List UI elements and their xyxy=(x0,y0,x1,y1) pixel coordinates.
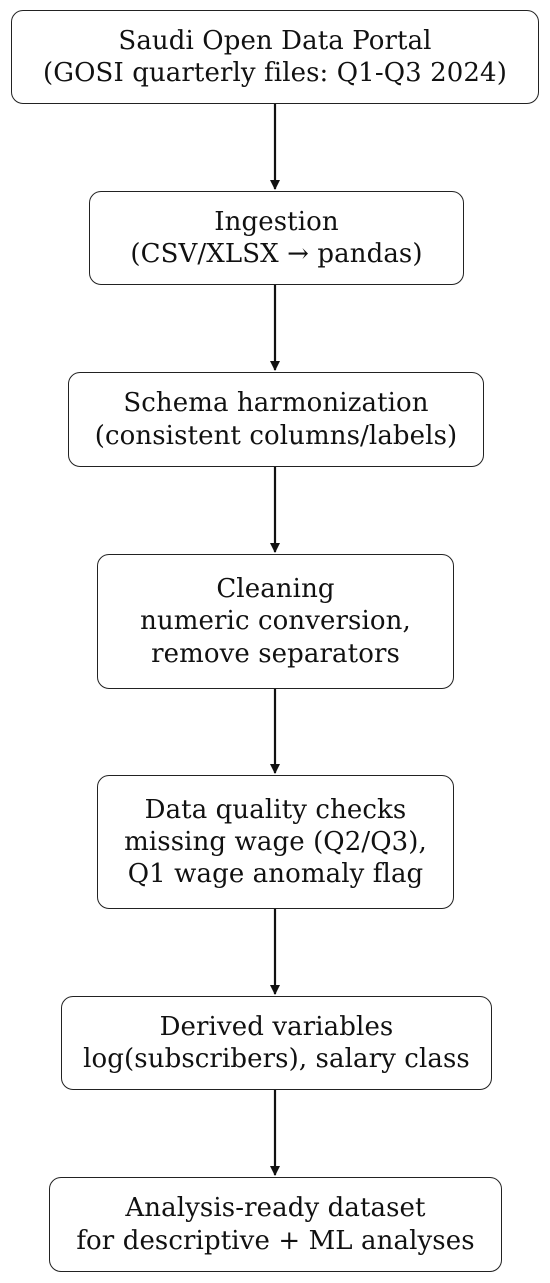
node-portal-subtitle: (GOSI quarterly files: Q1-Q3 2024) xyxy=(43,58,507,88)
node-quality-title: Data quality checks xyxy=(144,794,407,825)
node-quality-detail-2: Q1 wage anomaly flag xyxy=(127,859,424,890)
node-ready-title: Analysis-ready dataset xyxy=(125,1193,426,1224)
node-schema-subtitle: (consistent columns/labels) xyxy=(94,420,458,451)
node-ready-detail: for descriptive + ML analyses xyxy=(76,1225,475,1256)
node-cleaning: Cleaning numeric conversion, remove sepa… xyxy=(97,554,454,689)
node-data-quality-checks: Data quality checks missing wage (Q2/Q3)… xyxy=(97,775,454,909)
node-quality-detail-1: missing wage (Q2/Q3), xyxy=(124,826,427,857)
node-cleaning-detail-1: numeric conversion, xyxy=(140,606,411,637)
node-saudi-open-data-portal: Saudi Open Data Portal (GOSI quarterly f… xyxy=(11,10,539,104)
node-ingestion-subtitle: (CSV/XLSX → pandas) xyxy=(130,239,423,269)
node-derived-variables: Derived variables log(subscribers), sala… xyxy=(61,996,492,1090)
node-cleaning-title: Cleaning xyxy=(216,574,335,605)
node-derived-title: Derived variables xyxy=(159,1011,394,1042)
node-portal-title: Saudi Open Data Portal xyxy=(118,25,432,56)
node-ingestion-title: Ingestion xyxy=(214,206,339,237)
node-cleaning-detail-2: remove separators xyxy=(151,638,400,669)
node-schema-harmonization: Schema harmonization (consistent columns… xyxy=(68,372,484,467)
node-derived-detail: log(subscribers), salary class xyxy=(83,1044,470,1074)
node-analysis-ready-dataset: Analysis-ready dataset for descriptive +… xyxy=(49,1177,502,1272)
node-schema-title: Schema harmonization xyxy=(123,388,429,419)
node-ingestion: Ingestion (CSV/XLSX → pandas) xyxy=(89,191,464,285)
